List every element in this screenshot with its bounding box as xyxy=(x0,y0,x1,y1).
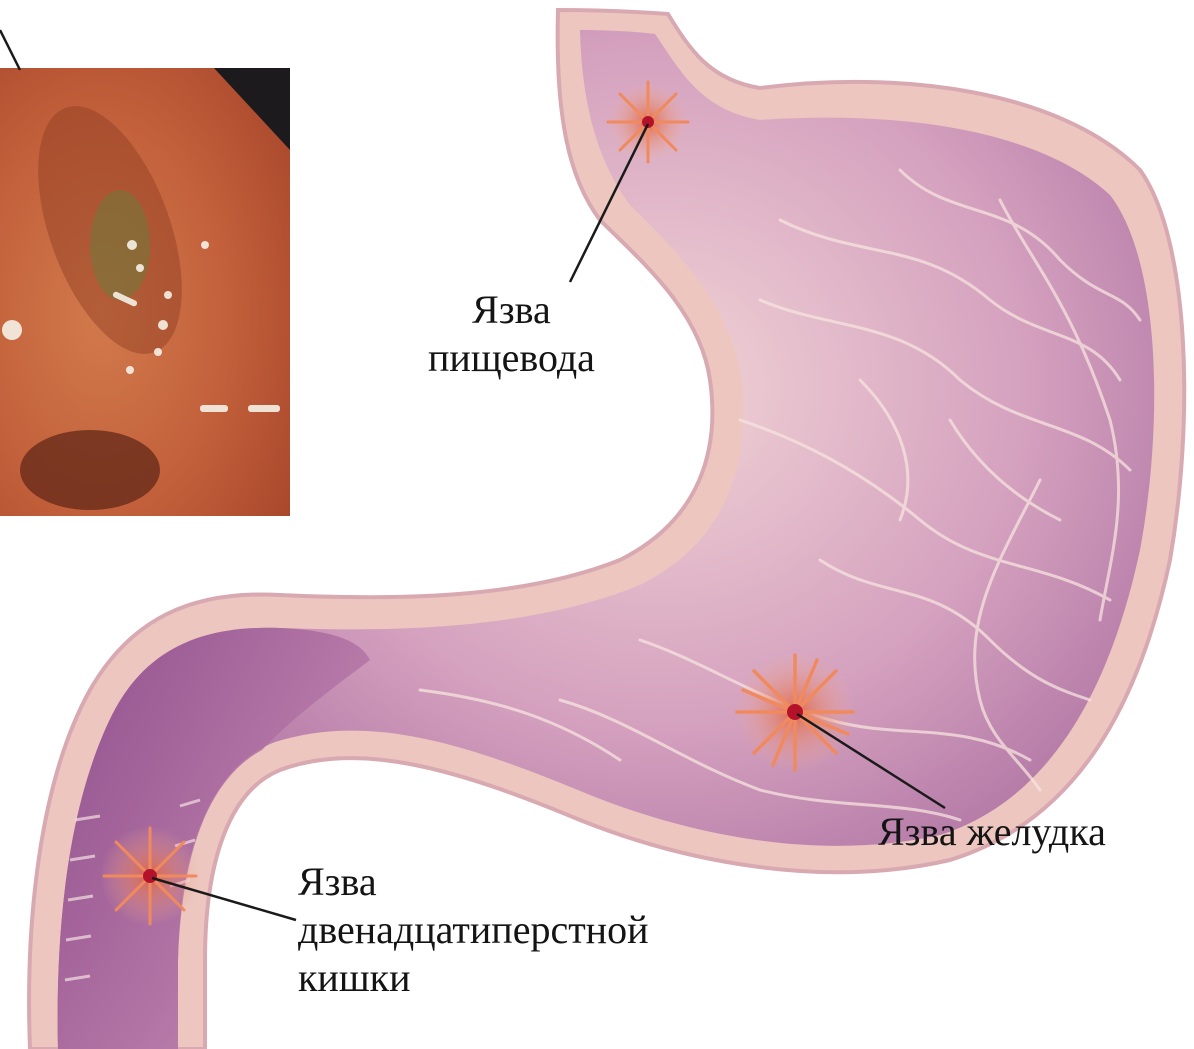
gastric-ulcer-label: Язва желудка xyxy=(878,808,1106,856)
gastric-ulcer xyxy=(735,652,855,772)
duodenal-ulcer xyxy=(100,826,200,926)
esophageal-ulcer xyxy=(608,82,688,162)
duodenal-ulcer-label: Язва двенадцатиперстной кишки xyxy=(298,858,649,1002)
duodenal-ulcer-label-line-1: Язва xyxy=(298,858,649,906)
endoscopy-pointer-line xyxy=(0,30,20,70)
esophageal-ulcer-label-line-1: Язва xyxy=(428,286,595,334)
duodenal-ulcer-label-line-2: двенадцатиперстной xyxy=(298,906,649,954)
esophageal-ulcer-label: Язва пищевода xyxy=(428,286,595,382)
duodenal-ulcer-label-line-3: кишки xyxy=(298,954,649,1002)
gastric-ulcer-label-text: Язва желудка xyxy=(878,808,1106,856)
endoscopy-photo xyxy=(0,68,290,516)
esophageal-ulcer-label-line-2: пищевода xyxy=(428,334,595,382)
